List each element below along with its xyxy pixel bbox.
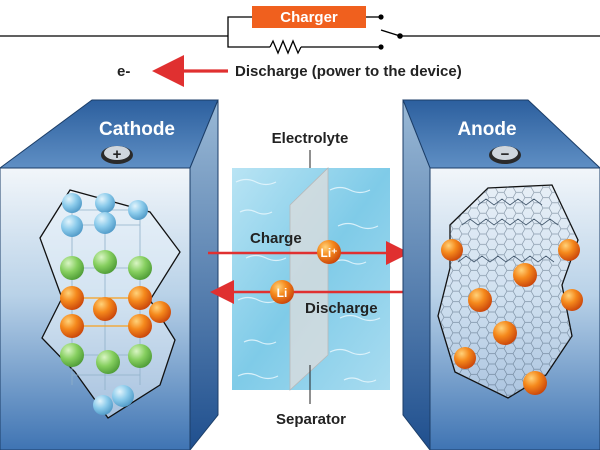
electrolyte-region: Electrolyte Separator Charge Li⁺ Li Disc…: [208, 130, 412, 428]
cathode-electrode: Cathode +: [0, 99, 219, 450]
wire-charger-branch: [227, 16, 252, 36]
electron-label: e-: [117, 63, 130, 80]
cathode-atom-green: [128, 256, 152, 280]
discharge-caption: Discharge (power to the device): [235, 63, 462, 80]
switch-contact-bottom: [378, 44, 384, 50]
cathode-atom-blue: [128, 200, 148, 220]
cathode-atom-blue: [112, 385, 134, 407]
lithium-ion-charge: [317, 240, 341, 264]
cathode-label: Cathode: [99, 119, 175, 140]
cathode-atom-green: [96, 350, 120, 374]
switch-contact-top: [378, 14, 384, 20]
cathode-terminal-sign: +: [113, 146, 122, 163]
electrolyte-label: Electrolyte: [272, 130, 349, 147]
anode-terminal-minus-icon: −: [489, 146, 521, 164]
anode-graphite-layers: [438, 185, 578, 398]
anode-terminal-sign: −: [501, 146, 510, 163]
cathode-atom-green: [128, 344, 152, 368]
anode-atom-lithium: [558, 239, 580, 261]
cathode-atom-lithium: [149, 301, 171, 323]
separator-label: Separator: [276, 411, 346, 428]
cathode-atom-blue: [61, 215, 83, 237]
cathode-atom-blue: [93, 395, 113, 415]
cathode-atom-green: [93, 250, 117, 274]
anode-atom-lithium: [523, 371, 547, 395]
electron-flow: e- Discharge (power to the device): [117, 55, 462, 87]
cathode-atom-blue: [94, 212, 116, 234]
cathode-atom-lithium: [60, 314, 84, 338]
lithium-ion-charge-label: Li⁺: [321, 246, 338, 260]
cathode-atom-green: [60, 343, 84, 367]
cathode-atom-blue: [95, 193, 115, 213]
cathode-atom-lithium: [93, 297, 117, 321]
anode-atom-lithium: [441, 239, 463, 261]
lithium-ion-discharge-label: Li: [277, 286, 288, 300]
lithium-ion-discharge: [270, 280, 294, 304]
charge-label: Charge: [250, 230, 302, 247]
anode-atom-lithium: [454, 347, 476, 369]
anode-atom-lithium: [561, 289, 583, 311]
discharge-label: Discharge: [305, 300, 378, 317]
wire-resistor-branch: [227, 36, 270, 48]
anode-label: Anode: [457, 119, 516, 140]
cathode-atom-lithium: [128, 314, 152, 338]
cathode-atom-green: [60, 256, 84, 280]
anode-atom-lithium: [493, 321, 517, 345]
anode-electrode: Anode −: [402, 99, 600, 450]
charger-label: Charger: [280, 9, 338, 26]
anode-zigzag-lines: [457, 198, 559, 263]
switch-lever-icon: [380, 29, 401, 37]
cathode-atom-lithium: [60, 286, 84, 310]
circuit: Charger: [0, 6, 600, 55]
cathode-terminal-plus-icon: +: [101, 146, 133, 164]
switch-pivot: [397, 33, 403, 39]
anode-atom-lithium: [513, 263, 537, 287]
cathode-atom-lithium: [128, 286, 152, 310]
separator-membrane: [289, 167, 329, 391]
charger-box: [252, 6, 366, 28]
anode-side-face: [402, 99, 431, 450]
resistor-icon: [269, 39, 302, 55]
anode-atom-lithium: [468, 288, 492, 312]
cathode-atom-blue: [62, 193, 82, 213]
water-ripples: [235, 178, 381, 383]
